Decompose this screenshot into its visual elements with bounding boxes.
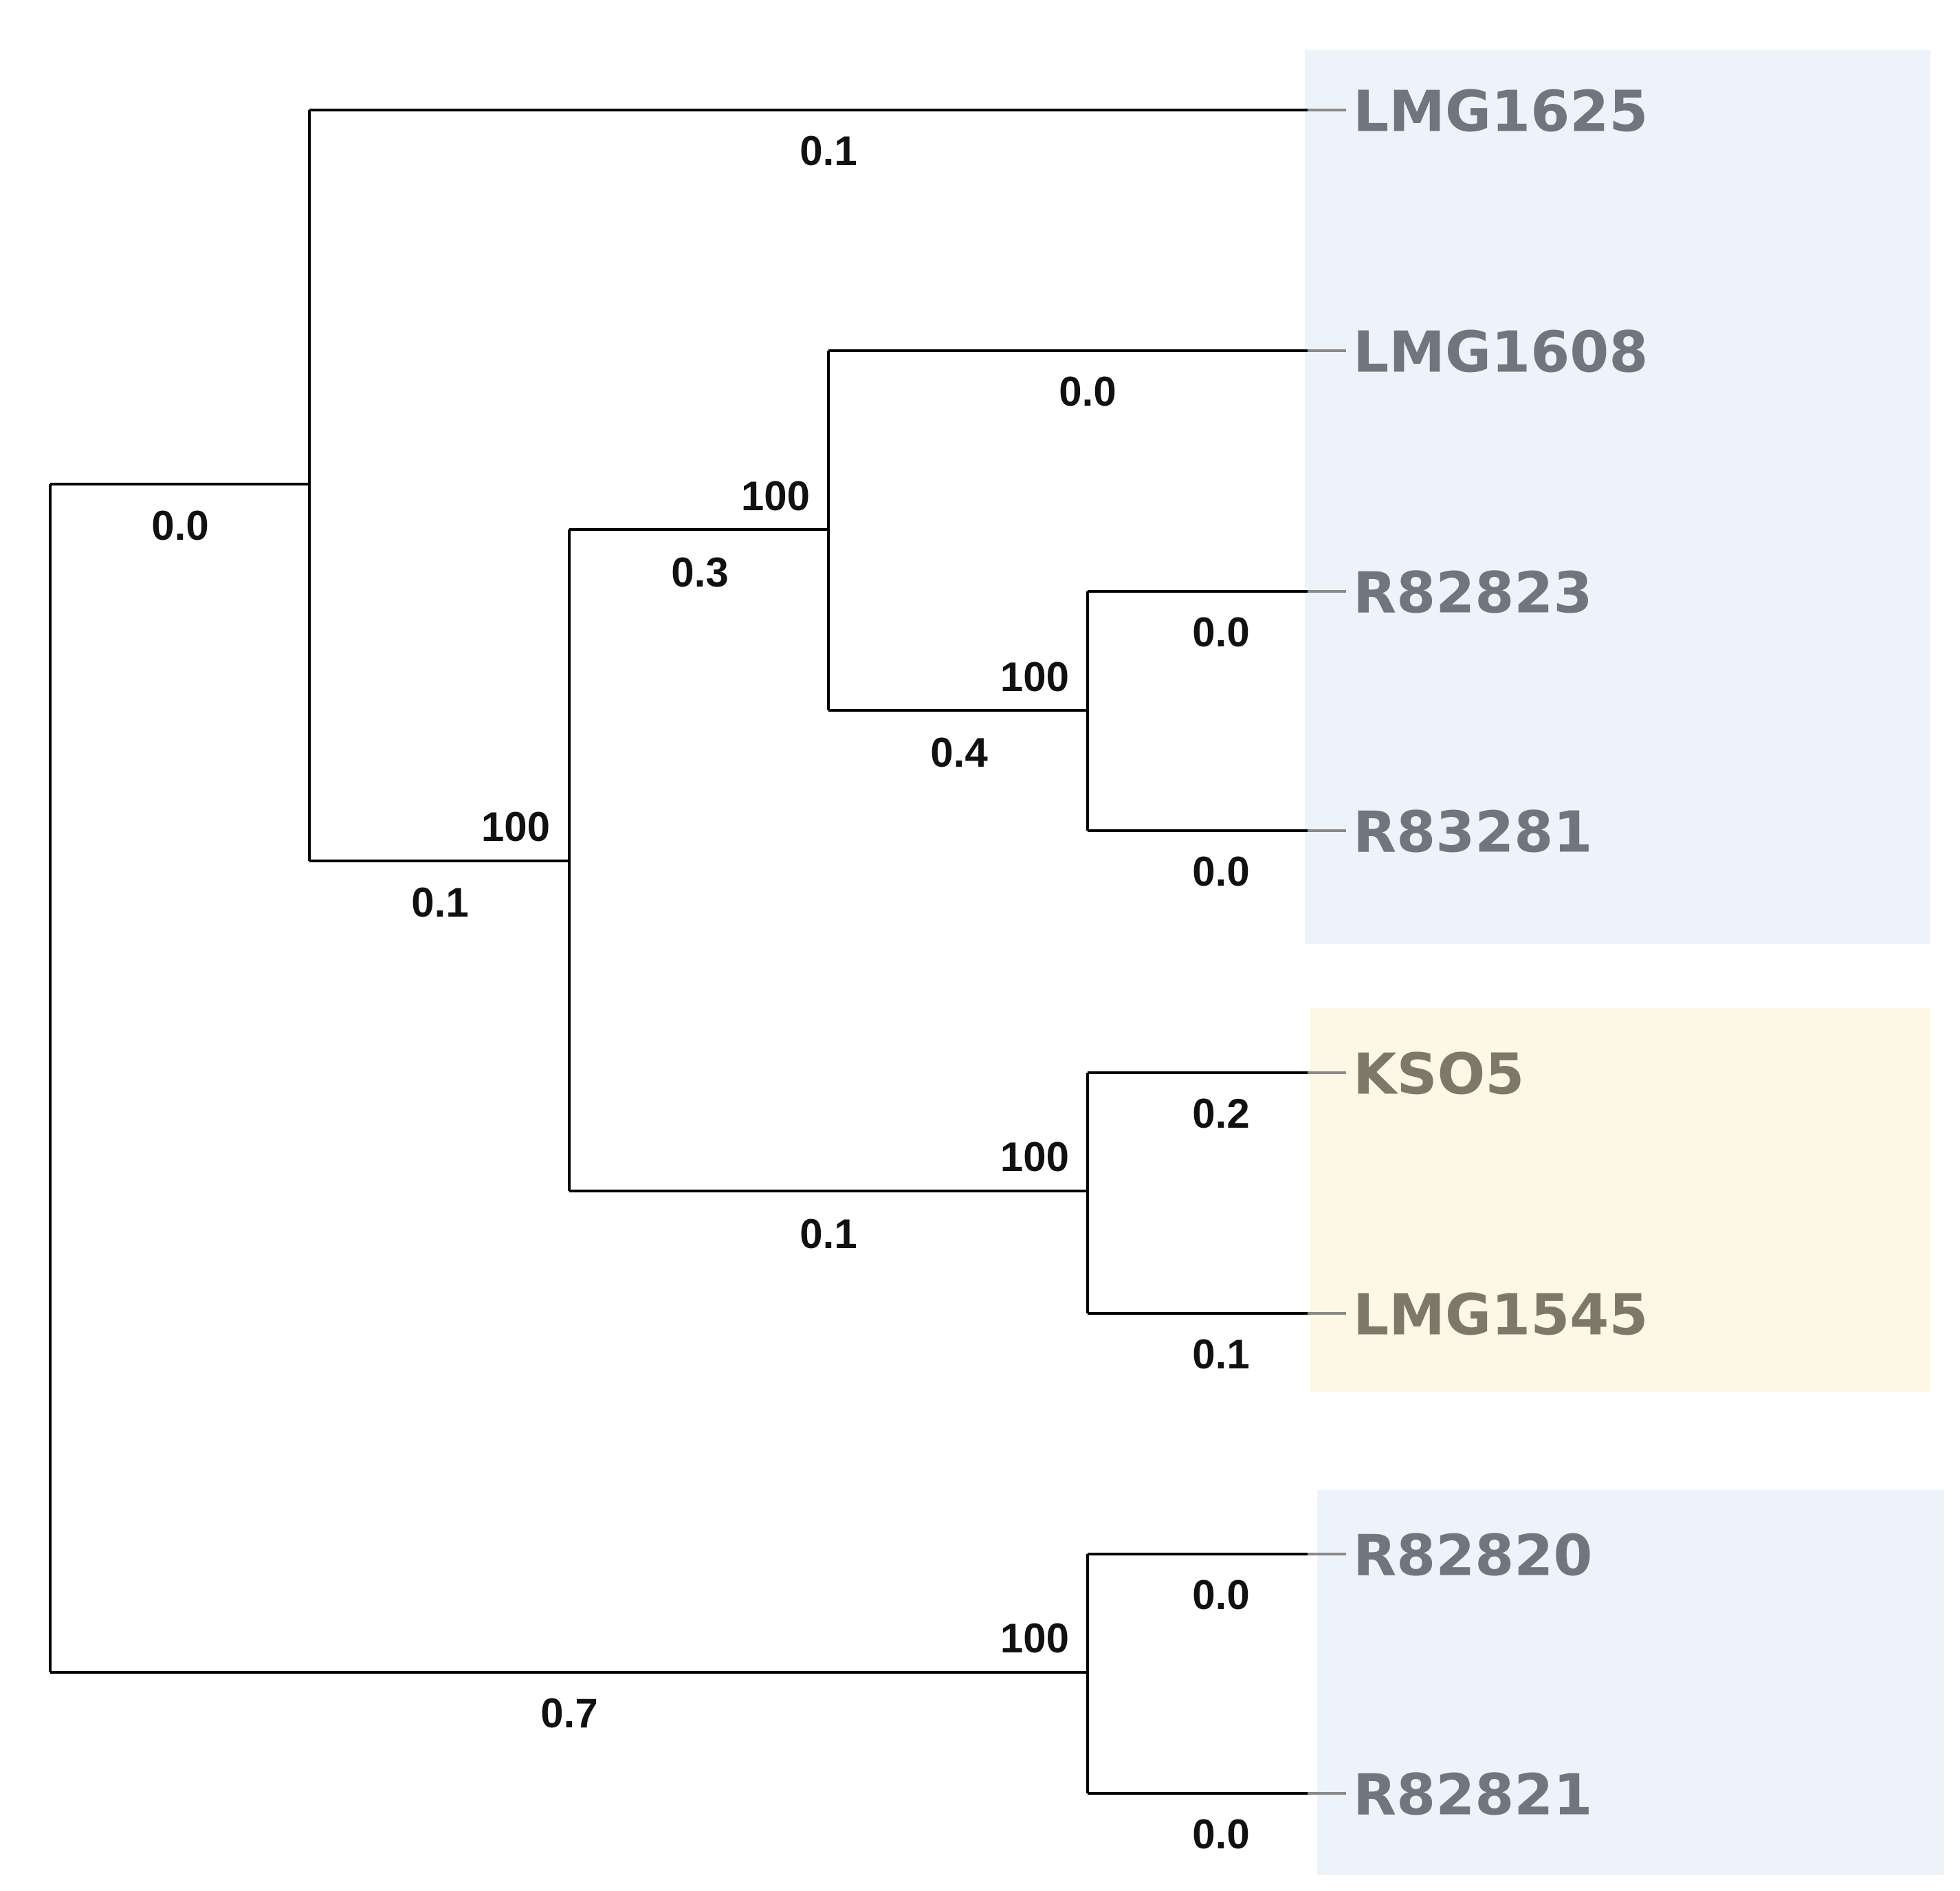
leaf-label-lmg1545: LMG1545 (1353, 1283, 1648, 1348)
branch-length-lmg1545: 0.1 (1192, 1331, 1249, 1377)
branch-length-kso5: 0.2 (1192, 1091, 1249, 1137)
branch-length-r82823: 0.0 (1192, 609, 1249, 655)
branch-length-node-a: 0.3 (671, 549, 728, 595)
branch-length-r82820: 0.0 (1192, 1572, 1249, 1618)
leaf-label-r83281: R83281 (1353, 800, 1592, 866)
leaf-connectors (1308, 109, 1346, 1795)
branch-length-r-pair: 0.4 (930, 730, 988, 776)
clade-highlight-yellow (1310, 1008, 1930, 1392)
clade-highlight-blue-2 (1317, 1490, 1944, 1875)
branch-length-kso-pair: 0.1 (800, 1211, 857, 1257)
leaf-label-lmg1625: LMG1625 (1353, 80, 1648, 145)
clade-highlight-blue-1 (1305, 50, 1930, 944)
branch-length-r83281: 0.0 (1192, 849, 1249, 895)
branch-length-r82821: 0.0 (1192, 1811, 1249, 1857)
leaf-branch-lengths: 0.1 0.0 0.0 0.0 0.2 0.1 0.0 0.0 (800, 128, 1249, 1857)
tree-branches (49, 109, 1308, 1795)
leaf-labels: LMG1625 LMG1608 R82823 R83281 KSO5 LMG15… (1353, 80, 1648, 1828)
branch-length-lmg1608: 0.0 (1059, 369, 1116, 415)
internal-branch-lengths: 0.0 0.1 0.3 0.4 0.1 0.7 (151, 503, 988, 1736)
leaf-label-r82823: R82823 (1353, 561, 1592, 626)
branch-length-bottom-pair: 0.7 (540, 1690, 597, 1736)
support-value-inner: 100 (481, 804, 550, 850)
branch-length-lmg1625: 0.1 (800, 128, 857, 174)
leaf-label-r82820: R82820 (1353, 1524, 1592, 1589)
support-value-kso-pair: 100 (1000, 1134, 1069, 1180)
support-value-bottom-pair: 100 (1000, 1615, 1069, 1661)
branch-length-inner: 0.1 (411, 879, 468, 926)
support-value-r-pair: 100 (1000, 654, 1069, 700)
leaf-label-kso5: KSO5 (1353, 1042, 1524, 1108)
support-value-node-a: 100 (741, 473, 810, 519)
leaf-label-r82821: R82821 (1353, 1763, 1592, 1828)
branch-length-upper: 0.0 (151, 503, 208, 549)
leaf-label-lmg1608: LMG1608 (1353, 320, 1648, 386)
support-values: 100 100 100 100 100 (481, 473, 1069, 1661)
